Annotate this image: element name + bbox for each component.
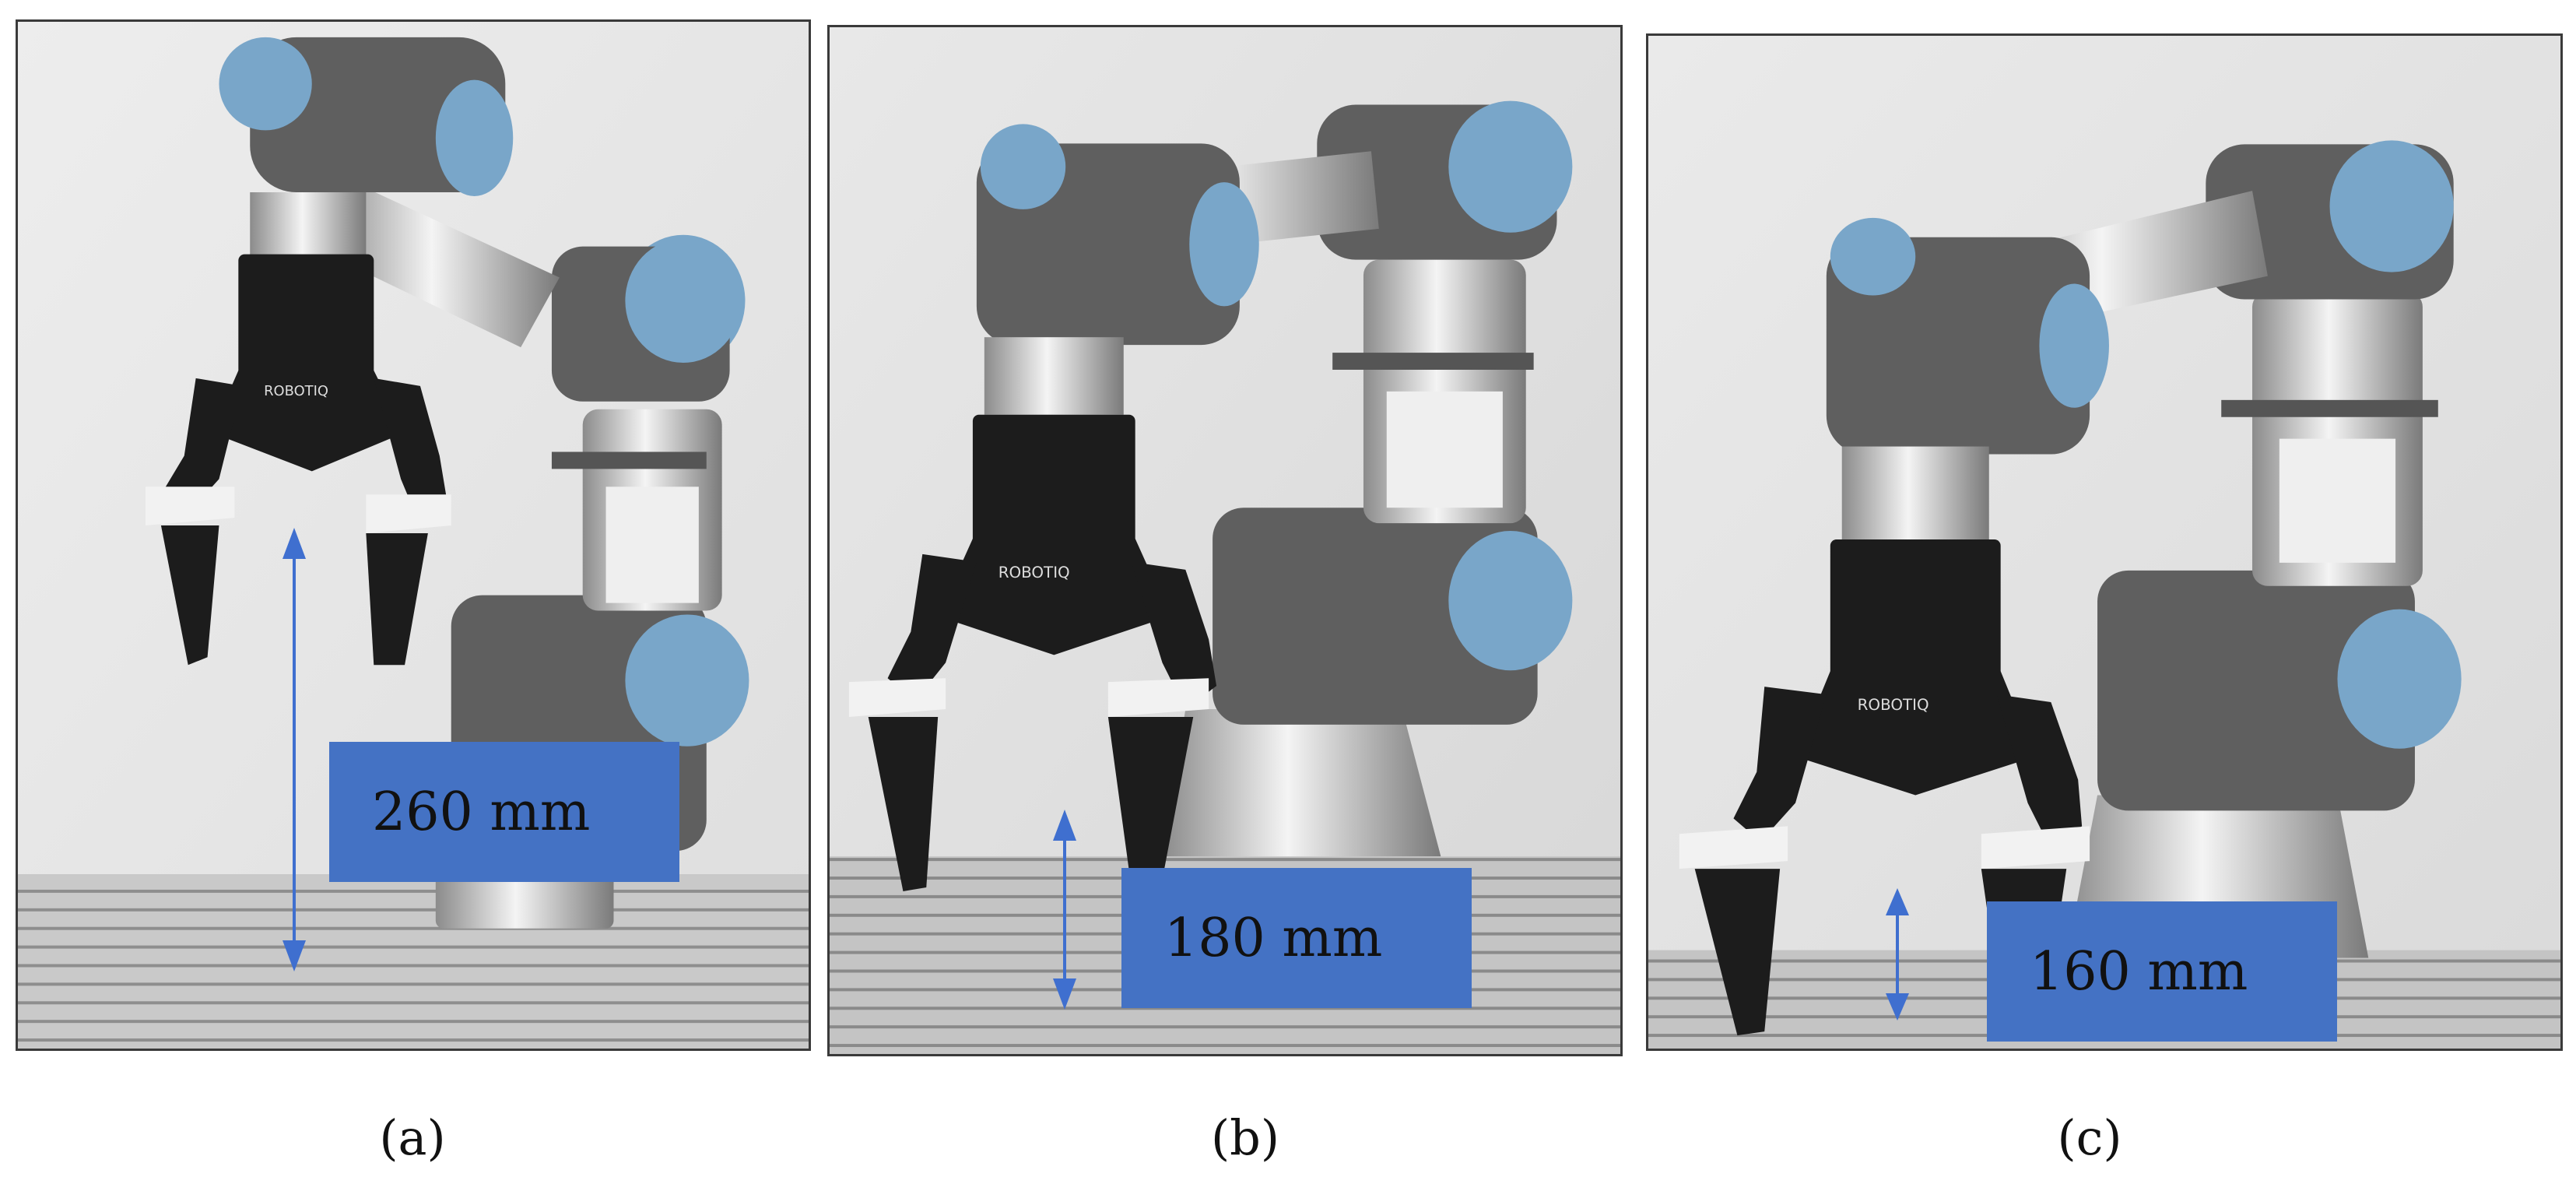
robot-arm-photo-b: ROBOTIQ xyxy=(830,27,1620,1054)
caption-a: (a) xyxy=(379,1109,446,1166)
height-arrow-a xyxy=(283,528,306,971)
caption-c: (c) xyxy=(2057,1109,2122,1166)
height-arrow-b xyxy=(1053,810,1076,1010)
photo-panel-b: ROBOTIQ 180 mm xyxy=(827,25,1623,1056)
robot-arm-photo-c: ROBOTIQ xyxy=(1648,36,2560,1049)
gripper-brand-text: ROBOTIQ xyxy=(1858,696,1929,714)
height-label-a: 260 mm xyxy=(329,742,679,882)
height-label-c: 160 mm xyxy=(1987,901,2337,1042)
photo-panel-a: ROBOTIQ 260 mm xyxy=(16,19,811,1051)
caption-b: (b) xyxy=(1210,1109,1280,1166)
gripper-brand-text: ROBOTIQ xyxy=(998,564,1070,581)
gripper-brand-text: ROBOTIQ xyxy=(264,383,328,399)
height-label-b: 180 mm xyxy=(1121,868,1472,1008)
photo-panel-c: ROBOTIQ 160 mm xyxy=(1646,33,2563,1051)
robot-arm-photo-a: ROBOTIQ xyxy=(18,22,809,1049)
height-arrow-c xyxy=(1886,888,1909,1021)
